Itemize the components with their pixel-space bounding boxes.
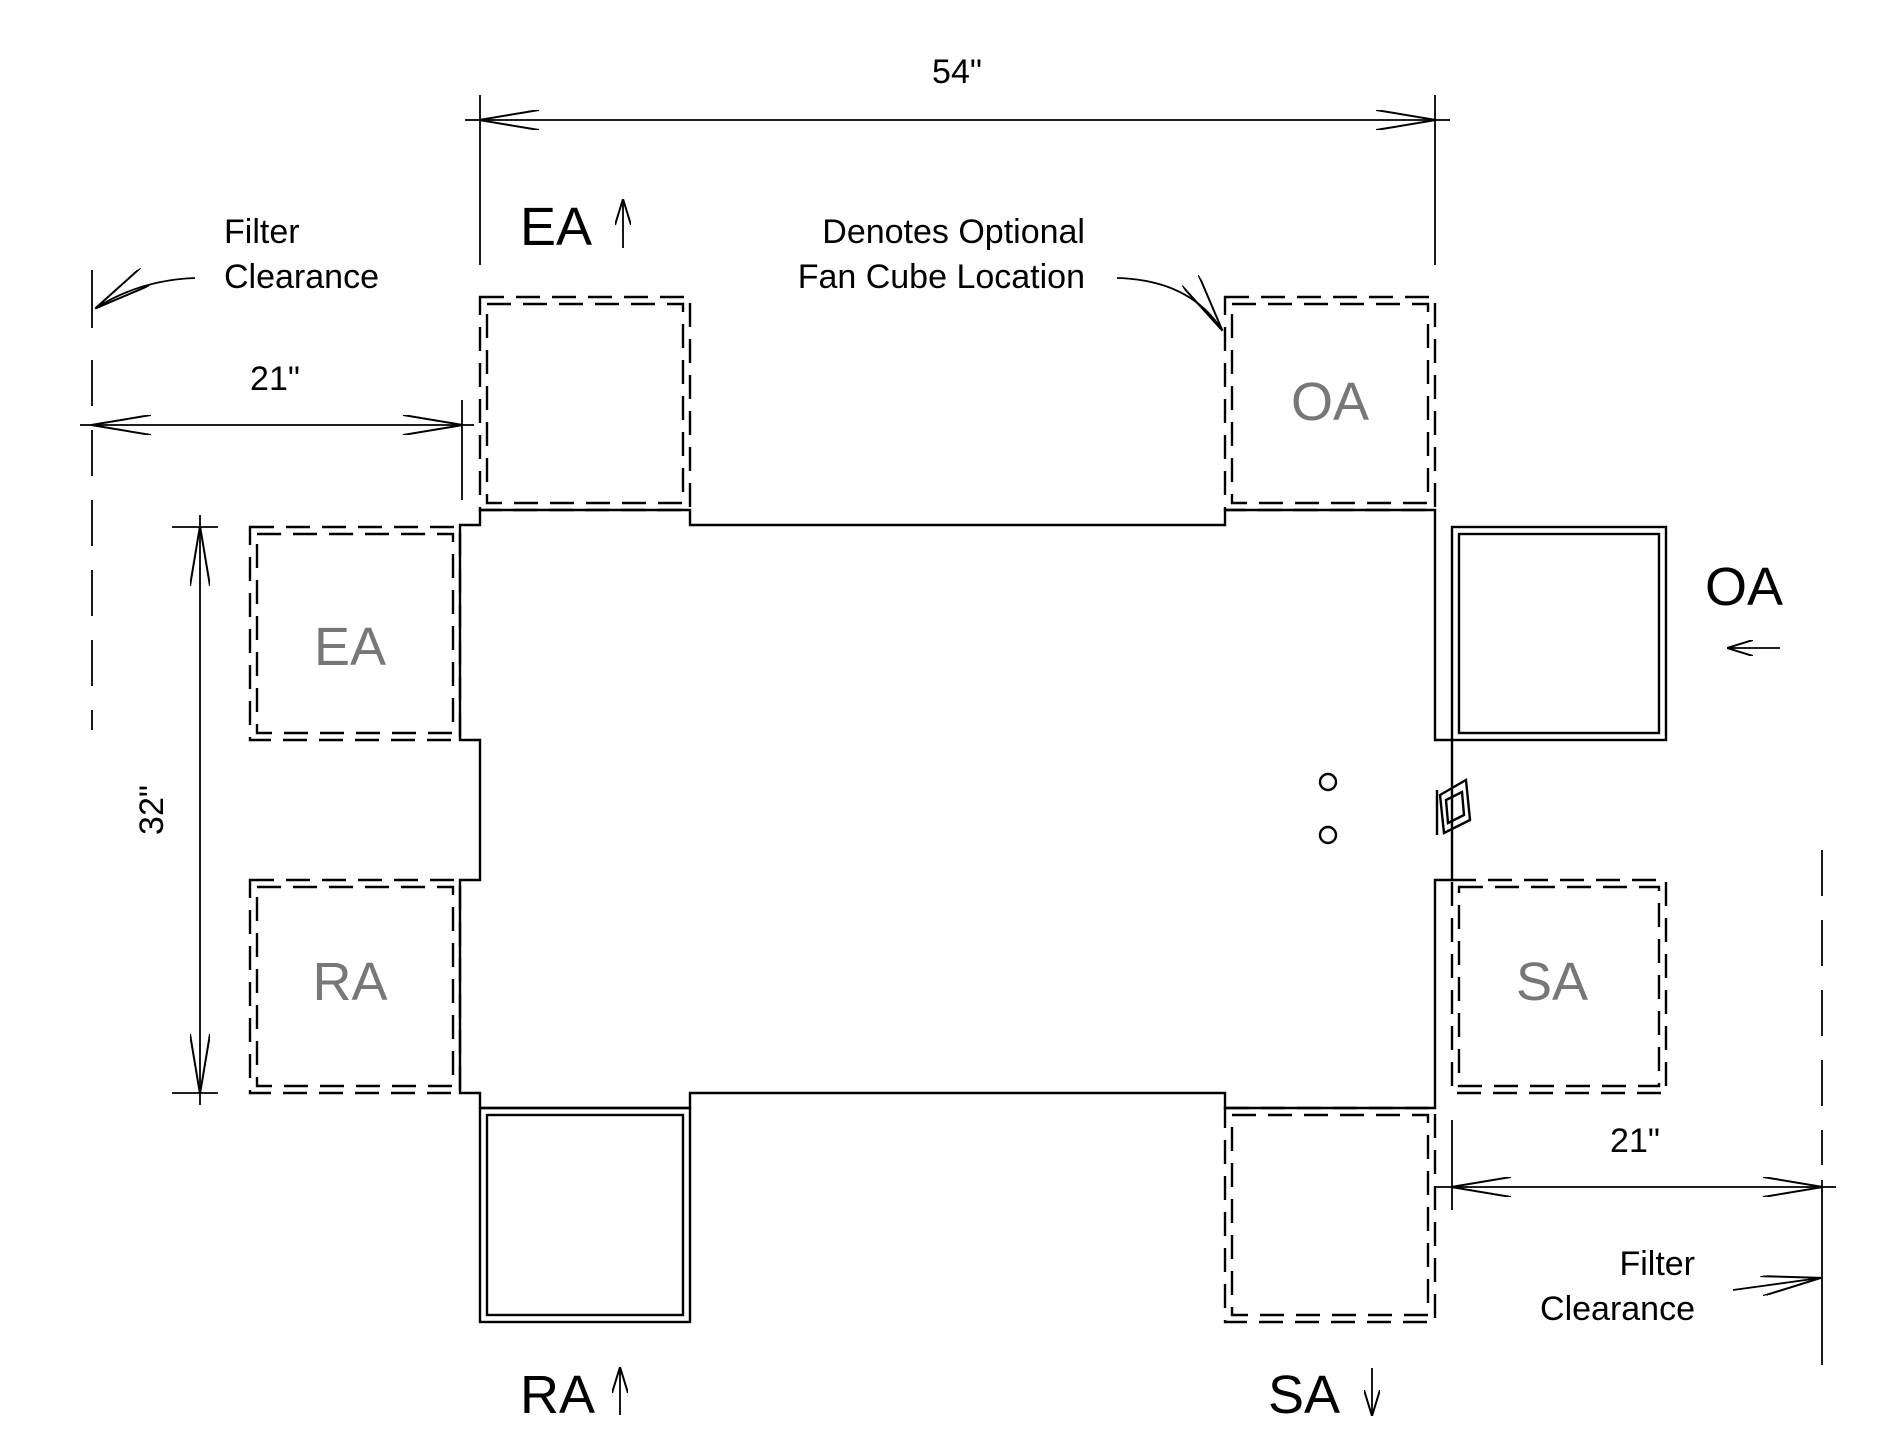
dimension-width: 54" — [465, 53, 1450, 265]
svg-text:Clearance: Clearance — [224, 258, 379, 296]
oa-right-label: OA — [1705, 557, 1783, 648]
dimension-filter-right-label: 21" — [1610, 1122, 1660, 1160]
ea-cube-label: EA — [314, 617, 386, 677]
dimension-height: 32" — [133, 515, 218, 1105]
svg-text:Fan Cube Location: Fan Cube Location — [798, 258, 1085, 296]
ra-cube-label: RA — [312, 952, 387, 1012]
dimension-filter-left-label: 21" — [250, 360, 300, 398]
filter-clearance-right-callout: Filter Clearance — [1540, 1245, 1820, 1328]
dimension-width-label: 54" — [932, 53, 982, 91]
sa-bottom-label: SA — [1268, 1365, 1372, 1425]
port-circle-lower — [1318, 825, 1338, 845]
svg-text:Clearance: Clearance — [1540, 1290, 1695, 1328]
filter-clearance-left-callout: Filter Clearance — [96, 213, 379, 308]
port-circle-upper — [1318, 772, 1338, 792]
svg-text:Denotes Optional: Denotes Optional — [822, 213, 1085, 251]
ra-bottom-duct-inner — [485, 1113, 685, 1317]
ra-bottom-label: RA — [520, 1365, 620, 1425]
optional-cube-ra — [248, 878, 462, 1095]
svg-text:Filter: Filter — [1619, 1245, 1695, 1283]
door-latch — [1435, 778, 1472, 835]
optional-cube-sa-bottom — [1223, 1106, 1437, 1324]
oa-right-duct-inner — [1457, 532, 1661, 735]
ra-bottom-duct — [478, 1106, 692, 1324]
oa-cube-label: OA — [1291, 372, 1369, 432]
ea-top-label: EA — [520, 197, 623, 257]
svg-text:EA: EA — [520, 197, 592, 257]
svg-text:Filter: Filter — [224, 213, 300, 251]
svg-text:SA: SA — [1268, 1365, 1340, 1425]
dimension-height-label: 32" — [133, 785, 171, 835]
optional-fan-cube-callout: Denotes Optional Fan Cube Location — [798, 213, 1222, 330]
optional-cube-oa — [1223, 295, 1437, 512]
unit-body-outline — [458, 508, 1454, 1110]
optional-cube-top-left — [478, 295, 692, 512]
optional-cube-sa — [1450, 878, 1668, 1095]
sa-cube-label: SA — [1516, 952, 1588, 1012]
dimension-filter-left: 21" — [80, 270, 474, 730]
optional-cube-ea — [248, 525, 462, 742]
dimension-filter-right: 21" — [1435, 850, 1836, 1365]
svg-text:RA: RA — [520, 1365, 595, 1425]
oa-right-duct — [1450, 525, 1668, 742]
svg-text:OA: OA — [1705, 557, 1783, 617]
